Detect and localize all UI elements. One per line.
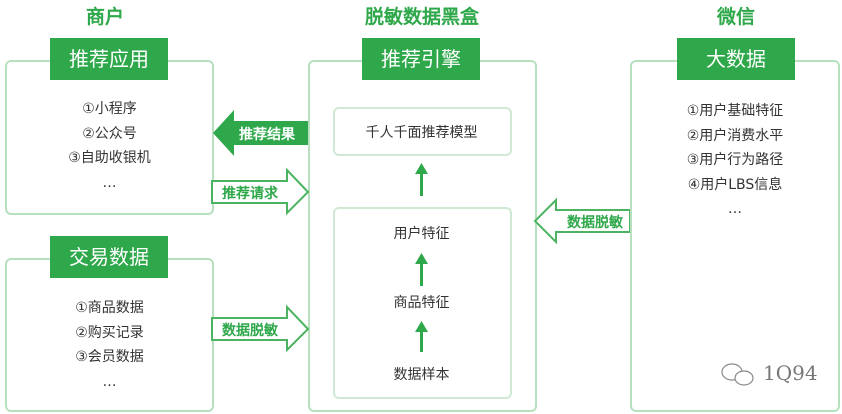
up-arrow-icon	[415, 253, 428, 286]
merchant-header: 商户	[85, 6, 124, 28]
result-arrow-icon	[213, 110, 308, 156]
list-item: ①商品数据	[75, 300, 144, 316]
request-arrow-icon	[211, 167, 310, 216]
list-item: ②用户消费水平	[686, 127, 784, 144]
bigdata-title: 大数据	[677, 38, 795, 80]
list-item: ③自助收银机	[68, 150, 151, 166]
desensitize-arrow-icon	[211, 304, 310, 353]
list-item: ①小程序	[82, 101, 137, 117]
list-item: ③用户行为路径	[686, 152, 784, 168]
watermark: 1Q94	[763, 361, 818, 385]
list-item: …	[102, 174, 117, 191]
merchant-apps-list: ①小程序 ②公众号 ③自助收银机 …	[5, 97, 214, 195]
desensitize-arrow-label: 数据脱敏	[222, 323, 278, 339]
feature-samples: 数据样本	[393, 367, 450, 383]
up-arrow-icon	[415, 321, 428, 352]
feature-goods: 商品特征	[393, 295, 450, 311]
list-item: ①用户基础特征	[686, 103, 784, 119]
feature-user: 用户特征	[393, 226, 450, 242]
engine-title: 推荐引擎	[362, 38, 480, 80]
list-item: ②公众号	[82, 125, 137, 142]
merchant-apps-panel	[5, 60, 214, 215]
merchant-trade-list: ①商品数据 ②购买记录 ③会员数据 …	[5, 296, 214, 394]
wechat-header: 微信	[716, 6, 755, 28]
desensitize-left-arrow-icon	[533, 197, 631, 245]
list-item: ②购买记录	[75, 324, 144, 341]
model-label: 千人千面推荐模型	[365, 125, 478, 141]
list-item: ③会员数据	[75, 349, 144, 365]
list-item: …	[102, 373, 117, 390]
wechat-logo-icon	[721, 363, 754, 386]
request-arrow-label: 推荐请求	[222, 186, 278, 202]
merchant-trade-title: 交易数据	[50, 236, 168, 278]
desensitize-left-arrow-label: 数据脱敏	[567, 215, 623, 231]
features-box	[333, 207, 512, 399]
list-item: ④用户LBS信息	[687, 176, 783, 193]
result-arrow-label: 推荐结果	[239, 127, 295, 143]
up-arrow-icon	[415, 163, 428, 196]
bigdata-panel	[630, 60, 840, 412]
bigdata-list: ①用户基础特征 ②用户消费水平 ③用户行为路径 ④用户LBS信息 …	[630, 99, 840, 222]
merchant-trade-panel	[5, 258, 214, 412]
model-box	[333, 107, 512, 156]
list-item: …	[728, 201, 742, 217]
merchant-apps-title: 推荐应用	[50, 38, 168, 80]
blackbox-header: 脱敏数据黑盒	[364, 6, 479, 28]
